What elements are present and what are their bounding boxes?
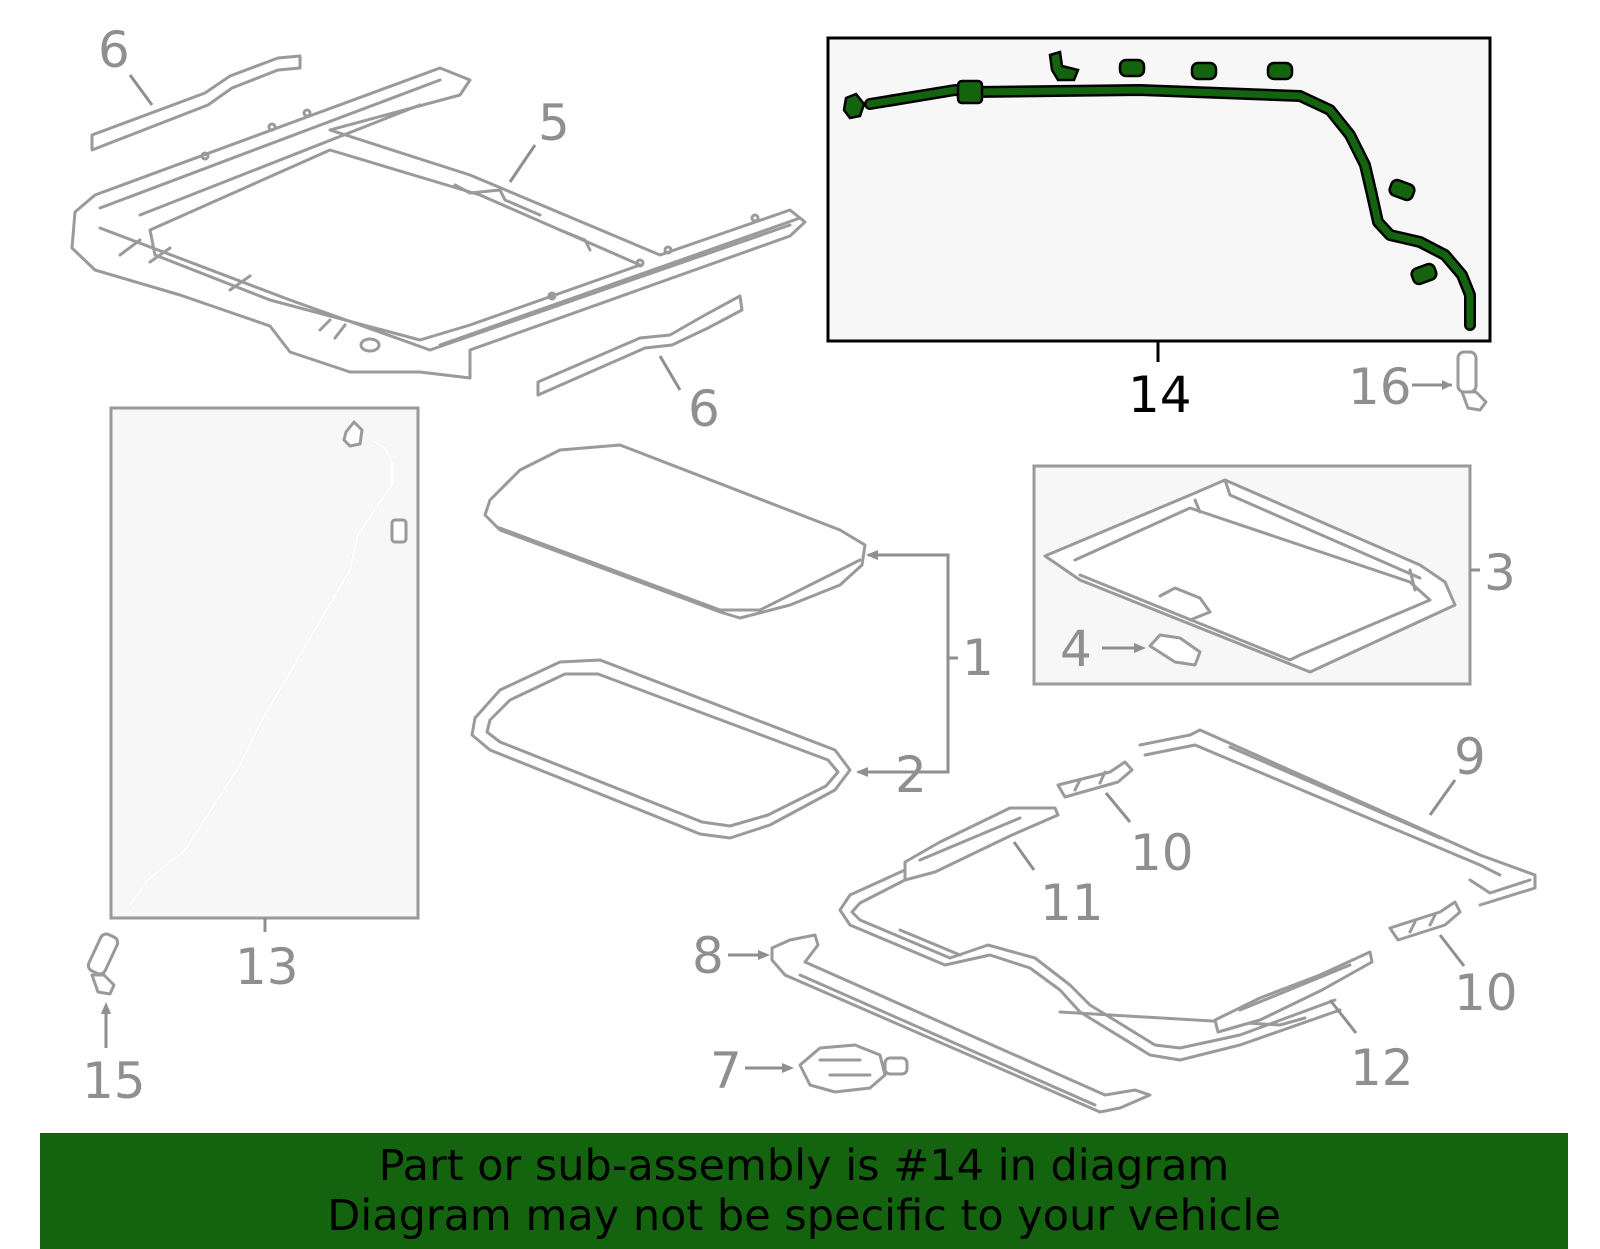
- leader-16-arrowhead: [1442, 380, 1452, 390]
- leader-9: [1428, 779, 1457, 816]
- callout-10-upper: 10: [1130, 824, 1194, 882]
- info-banner: Part or sub-assembly is #14 in diagram D…: [40, 1133, 1568, 1249]
- part-7-motor[interactable]: [798, 1043, 909, 1094]
- leader-5: [508, 144, 537, 183]
- bracket-1-2: [858, 553, 950, 774]
- callout-4: 4: [1060, 620, 1092, 678]
- part-15-drain-valve[interactable]: [86, 932, 120, 996]
- leader-8-arrowhead: [758, 950, 770, 960]
- callout-14: 14: [1128, 366, 1192, 424]
- callout-9: 9: [1454, 728, 1486, 786]
- part-8-deflector[interactable]: [770, 933, 1152, 1114]
- leader-6-upper: [128, 74, 154, 106]
- part-13-drain-tube-box[interactable]: [109, 406, 420, 920]
- leader-4-arrowhead: [1134, 643, 1146, 653]
- callout-12: 12: [1350, 1039, 1414, 1097]
- part-6-upper-strip[interactable]: [90, 54, 302, 152]
- track-loop: [838, 868, 1342, 1062]
- callout-11: 11: [1040, 874, 1104, 932]
- callout-15: 15: [82, 1052, 146, 1110]
- part-2-glass-seal[interactable]: [470, 658, 852, 840]
- part-6-lower-strip[interactable]: [536, 294, 744, 397]
- callout-10-lower: 10: [1454, 964, 1518, 1022]
- callout-5: 5: [538, 94, 570, 152]
- parts-diagram: 6 5 6 14: [70, 21, 1537, 1114]
- callout-16: 16: [1348, 358, 1412, 416]
- leader-6-lower: [658, 355, 682, 391]
- part-3-sunshade-box[interactable]: [1032, 464, 1472, 686]
- callout-3: 3: [1484, 544, 1516, 602]
- leader-10-lower: [1438, 934, 1466, 967]
- leader-15-arrowhead: [101, 1002, 111, 1014]
- part-10-lower-guide[interactable]: [1388, 900, 1462, 942]
- callout-6-upper: 6: [98, 21, 130, 79]
- banner-line-2: Diagram may not be specific to your vehi…: [327, 1191, 1281, 1241]
- part-4-clip[interactable]: [1148, 633, 1202, 667]
- part-16-drain-valve[interactable]: [1456, 350, 1488, 412]
- leader-1-arrowhead: [866, 550, 878, 560]
- part-1-glass-panel[interactable]: [483, 443, 867, 620]
- callout-1: 1: [962, 629, 994, 687]
- leader-2-arrowhead: [856, 767, 868, 777]
- part-9-rail-frame[interactable]: [1138, 728, 1537, 907]
- part-5-sunroof-frame[interactable]: [70, 66, 807, 380]
- part-10-upper-guide[interactable]: [1056, 760, 1134, 799]
- leader-12: [1328, 999, 1358, 1034]
- callout-7: 7: [710, 1042, 742, 1100]
- part-12-right-slide[interactable]: [1213, 950, 1374, 1034]
- leader-11: [1012, 841, 1036, 871]
- leader-10-upper: [1104, 792, 1132, 823]
- leader-7-arrowhead: [782, 1063, 794, 1073]
- callout-8: 8: [692, 927, 724, 985]
- part-14-drain-tube-box[interactable]: [826, 36, 1492, 343]
- callout-6-lower: 6: [688, 380, 720, 438]
- banner-line-1: Part or sub-assembly is #14 in diagram: [378, 1141, 1230, 1191]
- part-11-left-slide[interactable]: [903, 806, 1060, 882]
- callout-2: 2: [895, 746, 927, 804]
- callout-13: 13: [235, 938, 299, 996]
